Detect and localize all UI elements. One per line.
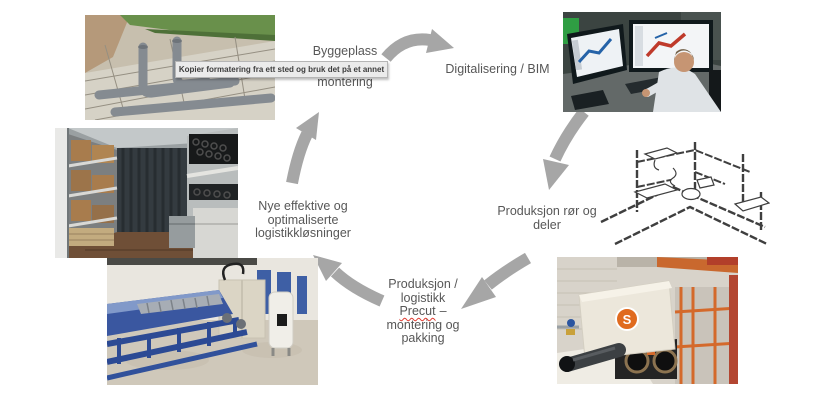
photo-piping-isometric-drawing[interactable] [595,132,770,249]
label-byggeplass-line1: Byggeplass [312,44,378,58]
precut-misspelled-word: Precut [399,304,436,318]
machine-logo: S [615,307,639,331]
photo-container-logistics[interactable] [55,128,238,258]
format-painter-tooltip: Kopier formatering fra ett sted og bruk … [175,61,388,78]
precut-dash: – [439,304,447,318]
arrow-byggeplass-to-bim-icon[interactable] [381,29,454,62]
label-produksjon-ror[interactable]: Produksjon rør og deler [488,204,606,232]
arrow-produksjon-to-precut-icon[interactable] [461,252,532,309]
label-digitalisering[interactable]: Digitalisering / BIM [435,62,560,77]
photo-bim-workstation[interactable] [563,12,721,112]
label-produksjon-ror-line1: Produksjon rør og [497,204,597,218]
label-digitalisering-text: Digitalisering / BIM [445,62,550,76]
label-byggeplass-line2: montering [317,74,373,89]
label-precut-line4: montering og [386,317,460,332]
label-logistikk-line1: Nye effektive og [258,199,348,213]
label-precut[interactable]: Produksjon / logistikk Precut– montering… [371,277,475,346]
label-byggeplass[interactable]: Byggeplass montering [297,44,393,89]
label-precut-line2: logistikk [400,290,446,305]
arrow-precut-to-logistikk-icon[interactable] [313,255,385,307]
photo-construction-site[interactable] [85,15,275,120]
label-logistikk-line2: optimaliserte [267,212,339,227]
label-precut-line5: pakking [401,331,445,345]
label-logistikk-line3: logistikkløsninger [255,226,351,240]
label-precut-line3: Precut– [371,304,475,319]
label-produksjon-ror-line2: deler [533,217,561,232]
photo-precut-line[interactable] [107,258,318,385]
arrow-logistikk-to-byggeplass-icon[interactable] [286,112,319,185]
photo-pipe-machine[interactable]: S [557,257,738,384]
arrow-bim-to-produksjon-icon[interactable] [543,108,589,190]
machine-logo-letter: S [623,312,632,327]
label-precut-line1: Produksjon / [388,277,458,291]
label-logistikk[interactable]: Nye effektive og optimaliserte logistikk… [246,199,360,241]
